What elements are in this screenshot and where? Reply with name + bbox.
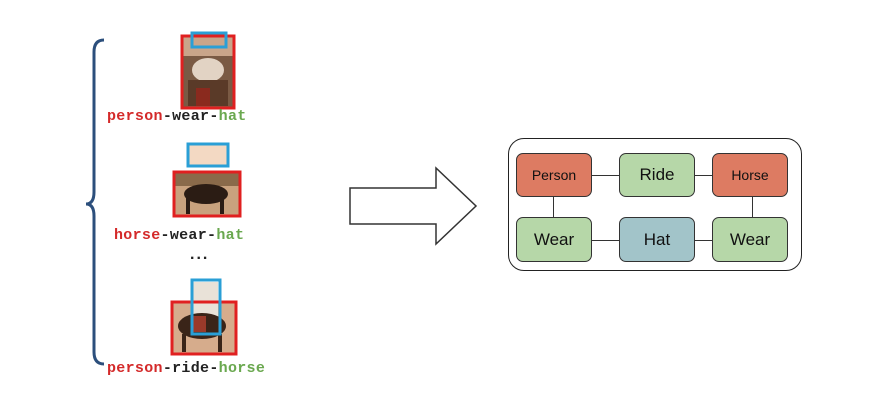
triplet-separator: - bbox=[209, 108, 219, 125]
triplet-predicate: ride bbox=[172, 360, 210, 377]
left-brace bbox=[85, 38, 105, 366]
triplet-object: horse bbox=[218, 360, 266, 377]
triplet-object: hat bbox=[218, 108, 247, 125]
node-hat: Hat bbox=[619, 217, 695, 262]
triplet-separator: - bbox=[207, 227, 217, 244]
node-ride: Ride bbox=[619, 153, 695, 197]
edge-ride-horse bbox=[694, 175, 712, 176]
triplet-separator: - bbox=[160, 227, 170, 244]
node-person: Person bbox=[516, 153, 592, 197]
edge-wear-hat bbox=[591, 240, 619, 241]
ellipsis: ... bbox=[190, 246, 210, 263]
triplet-predicate: wear bbox=[169, 227, 208, 244]
right-arrow-icon bbox=[349, 166, 478, 246]
image-person-ride-horse bbox=[170, 278, 238, 356]
triplet-separator: - bbox=[162, 108, 173, 125]
triplet-subject: person bbox=[107, 108, 163, 125]
edge-person-wear bbox=[553, 196, 554, 217]
edge-person-ride bbox=[591, 175, 619, 176]
triplet-predicate: wear bbox=[172, 108, 210, 125]
triplet-separator: - bbox=[162, 360, 173, 377]
triplet-subject: horse bbox=[114, 227, 161, 244]
node-horse: Horse bbox=[712, 153, 788, 197]
triplet-horse-wear-hat: horse-wear-hat bbox=[114, 227, 244, 244]
triplet-person-ride-horse: person-ride-horse bbox=[107, 360, 265, 377]
triplet-person-wear-hat: person-wear-hat bbox=[107, 108, 247, 125]
node-wear-right: Wear bbox=[712, 217, 788, 262]
triplet-separator: - bbox=[209, 360, 219, 377]
image-horse-wear-hat bbox=[172, 142, 242, 218]
edge-hat-wear bbox=[694, 240, 712, 241]
edge-horse-wear bbox=[752, 196, 753, 217]
triplet-subject: person bbox=[107, 360, 163, 377]
image-person-wear-hat bbox=[180, 31, 236, 110]
triplet-object: hat bbox=[216, 227, 245, 244]
scene-graph-panel bbox=[508, 138, 802, 271]
node-wear-left: Wear bbox=[516, 217, 592, 262]
